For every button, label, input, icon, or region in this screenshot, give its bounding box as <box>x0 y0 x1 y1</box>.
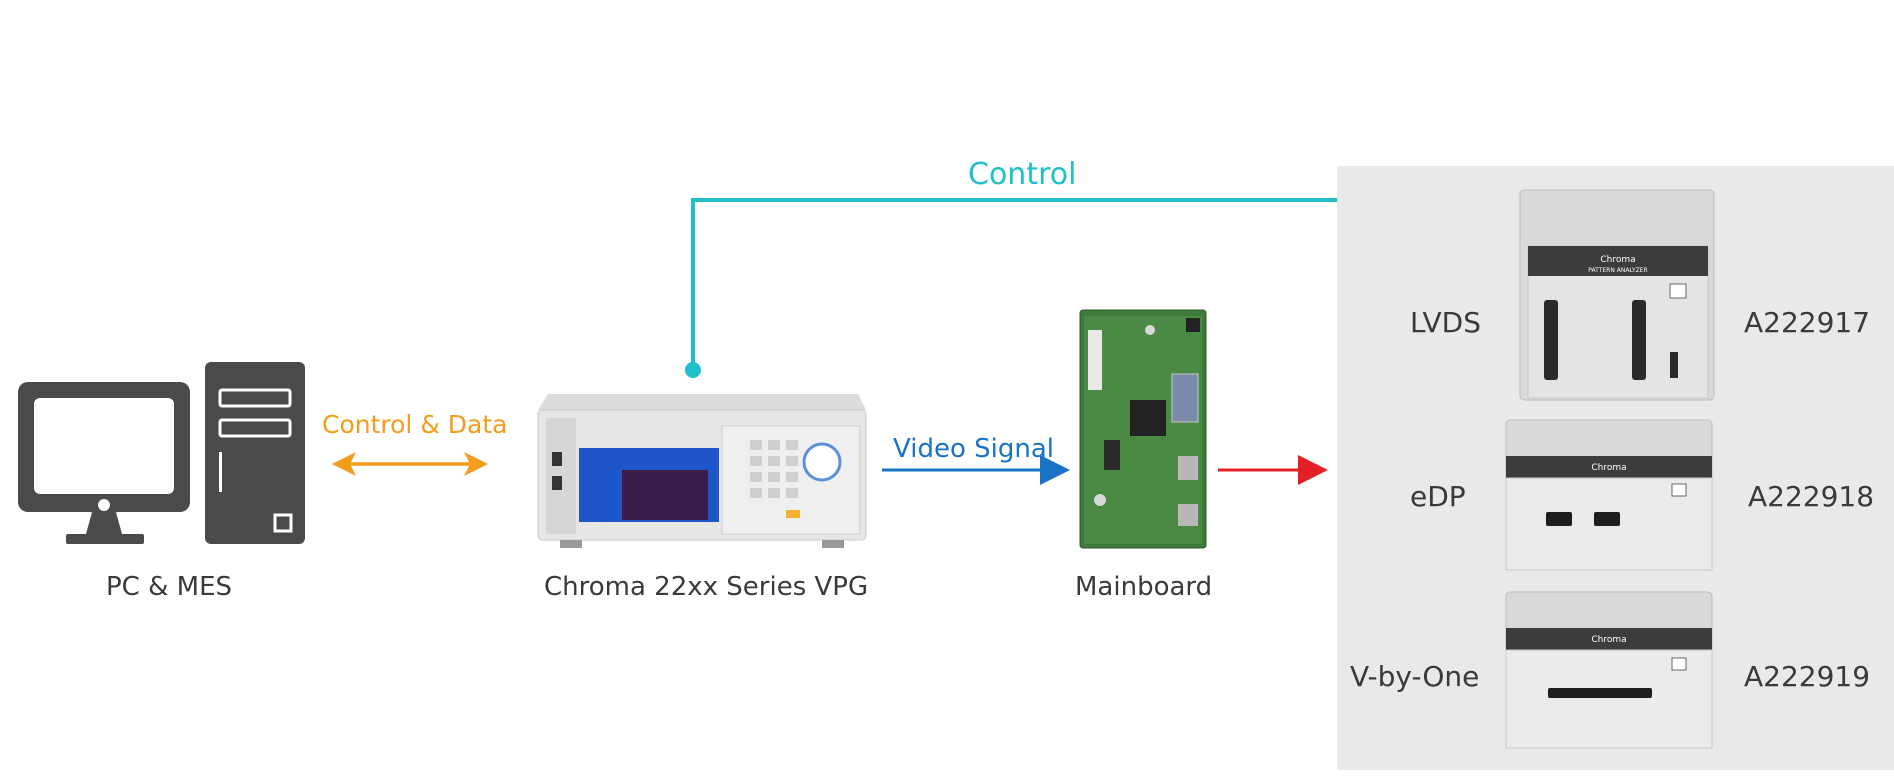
analyzer-device-vbyone <box>1505 591 1713 749</box>
analyzer-model-label: A222918 <box>1748 480 1875 513</box>
brand-lvds: Chroma <box>1600 255 1635 265</box>
analyzer-device-edp <box>1505 419 1713 571</box>
control-data-arrow <box>332 452 488 476</box>
mainboard-image <box>1079 309 1207 549</box>
analyzer-model-label: A222917 <box>1744 306 1871 339</box>
control-dot <box>685 362 701 378</box>
brand-vbyone: Chroma <box>1591 635 1626 645</box>
analyzer-interface-label: eDP <box>1410 480 1466 513</box>
vpg-device <box>537 394 867 548</box>
analyzer-interface-label: V-by-One <box>1350 660 1480 693</box>
pc-label: PC & MES <box>106 572 233 602</box>
control-label: Control <box>968 157 1077 192</box>
analyzer-interface-label: LVDS <box>1410 306 1482 339</box>
analyzer-device-lvds <box>1519 189 1715 401</box>
vpg-label: Chroma 22xx Series VPG <box>544 572 869 602</box>
video-signal-label: Video Signal <box>893 434 1054 464</box>
pc-icon <box>18 362 305 544</box>
vpg-knob <box>802 442 842 482</box>
caption-lvds: PATTERN ANALYZER <box>1588 267 1647 274</box>
mainboard-label: Mainboard <box>1075 572 1213 602</box>
control-data-label: Control & Data <box>322 410 508 439</box>
brand-edp: Chroma <box>1591 463 1626 473</box>
control-connector <box>685 198 1337 378</box>
analyzer-model-label: A222919 <box>1744 660 1871 693</box>
